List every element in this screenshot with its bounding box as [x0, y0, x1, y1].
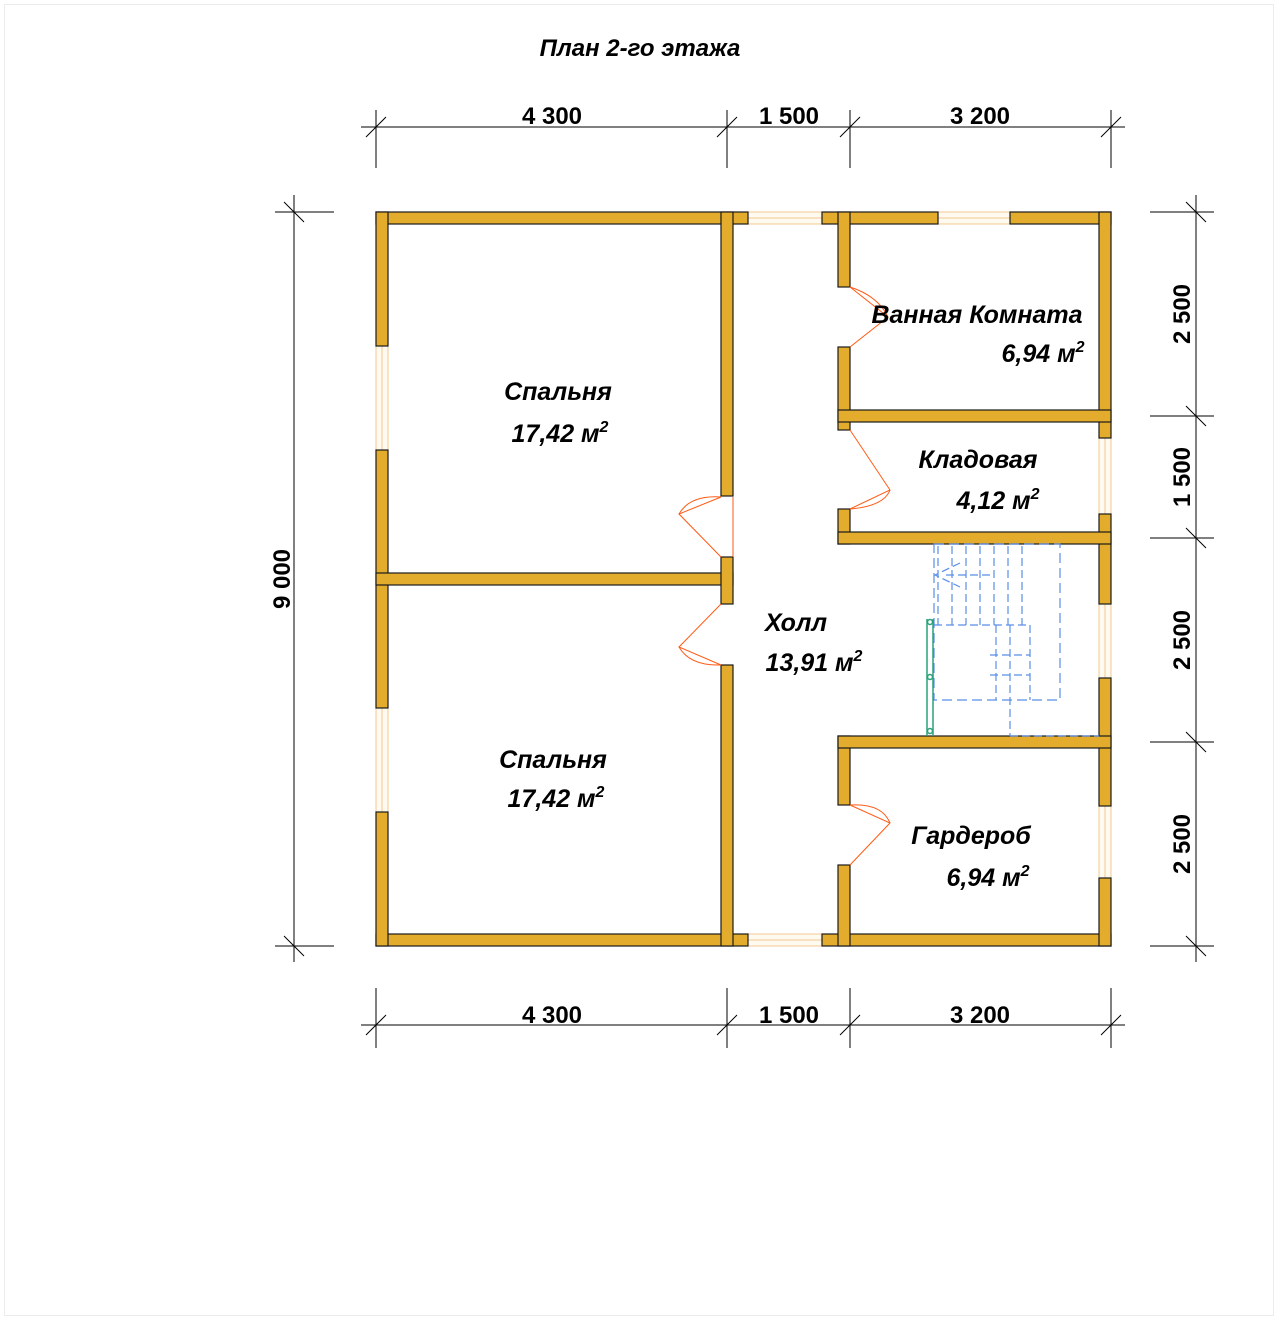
room-area-value: 17,42 м: [508, 785, 596, 813]
room-wardrobe: Гардероб 6,94 м2: [911, 822, 1032, 892]
room-area-sup: 2: [1030, 486, 1040, 503]
room-name: Гардероб: [911, 822, 1032, 850]
wall-partition-right-5: [837, 864, 851, 947]
plan-title: План 2-го этажа: [540, 35, 741, 62]
room-area-value: 17,42 м: [512, 420, 600, 448]
room-bathroom: Ванная Комната 6,94 м2: [871, 301, 1084, 368]
staircase: [933, 543, 1099, 737]
wall-left-1: [375, 211, 389, 347]
room-name: Кладовая: [919, 446, 1038, 474]
left-dimension-line: [275, 195, 334, 962]
bottom-dim-2: 1 500: [759, 1002, 819, 1029]
wall-bath-storage: [837, 409, 1112, 423]
wall-top-left: [375, 211, 749, 225]
room-area: 13,91 м2: [766, 648, 863, 677]
top-dim-2: 1 500: [759, 103, 819, 130]
room-area: 6,94 м2: [1001, 339, 1084, 368]
left-dim: 9 000: [269, 549, 296, 609]
room-name: Спальня: [504, 378, 612, 406]
wall-right-2: [1098, 513, 1112, 605]
stair-arrow: [933, 562, 990, 588]
room-area: 17,42 м2: [508, 784, 605, 813]
room-area-sup: 2: [1020, 863, 1030, 880]
room-bedroom-2: Спальня 17,42 м2: [499, 746, 607, 813]
wall-top-right: [1009, 211, 1112, 225]
right-dim-2: 1 500: [1169, 447, 1196, 507]
room-area-sup: 2: [595, 784, 605, 801]
room-name: Холл: [763, 609, 828, 637]
room-area: 6,94 м2: [946, 863, 1029, 892]
top-dimension-line: [361, 110, 1125, 168]
right-dim-4: 2 500: [1169, 814, 1196, 874]
room-area-sup: 2: [853, 648, 863, 665]
door-bathroom: [849, 286, 889, 348]
room-hall: Холл 13,91 м2: [763, 609, 863, 677]
top-dim-1: 4 300: [522, 103, 582, 130]
page-frame: [4, 4, 1274, 1316]
room-name: Спальня: [499, 746, 607, 774]
room-area-value: 13,91 м: [766, 649, 854, 677]
room-area: 17,42 м2: [512, 419, 609, 448]
room-storage: Кладовая 4,12 м2: [919, 446, 1040, 515]
room-area-sup: 2: [599, 419, 609, 436]
walls: [375, 211, 1112, 947]
door-bedroom1: [678, 496, 734, 558]
wall-partition-right-1: [837, 211, 851, 288]
stair-treads: [934, 546, 1099, 737]
wall-bottom-left: [375, 933, 749, 947]
top-dim-3: 3 200: [950, 103, 1010, 130]
windows: [375, 211, 1112, 947]
doors: [678, 286, 891, 866]
wall-partition-left-1: [720, 211, 734, 497]
room-area: 4,12 м2: [955, 486, 1039, 515]
bottom-dim-3: 3 200: [950, 1002, 1010, 1029]
wall-wardrobe-top: [837, 735, 1112, 749]
stair-railing: [926, 618, 934, 736]
stair-outline: [933, 543, 1061, 701]
wall-bedroom-divider: [375, 572, 734, 586]
wall-bottom-right: [821, 933, 1112, 947]
wall-right-4: [1098, 877, 1112, 947]
bottom-dimension-line: [361, 988, 1125, 1048]
room-area-value: 6,94 м: [1001, 340, 1075, 368]
wall-partition-right-2: [837, 346, 851, 431]
right-dim-3: 2 500: [1169, 610, 1196, 670]
room-name: Ванная Комната: [871, 301, 1082, 329]
door-bedroom2: [678, 603, 722, 666]
wall-left-3: [375, 811, 389, 947]
room-bedroom-1: Спальня 17,42 м2: [504, 378, 612, 448]
wall-right-1: [1098, 211, 1112, 439]
right-dimension-line: [1150, 195, 1214, 962]
wall-top-mid: [821, 211, 939, 225]
door-storage: [849, 429, 891, 510]
room-area-value: 4,12 м: [955, 487, 1030, 515]
wall-partition-left-3: [720, 664, 734, 947]
room-area-sup: 2: [1075, 339, 1085, 356]
wall-storage-bottom: [837, 531, 1112, 545]
room-area-value: 6,94 м: [946, 864, 1020, 892]
wall-partition-left-2: [720, 556, 734, 605]
door-wardrobe: [849, 804, 891, 866]
bottom-dim-1: 4 300: [522, 1002, 582, 1029]
right-dim-1: 2 500: [1169, 284, 1196, 344]
